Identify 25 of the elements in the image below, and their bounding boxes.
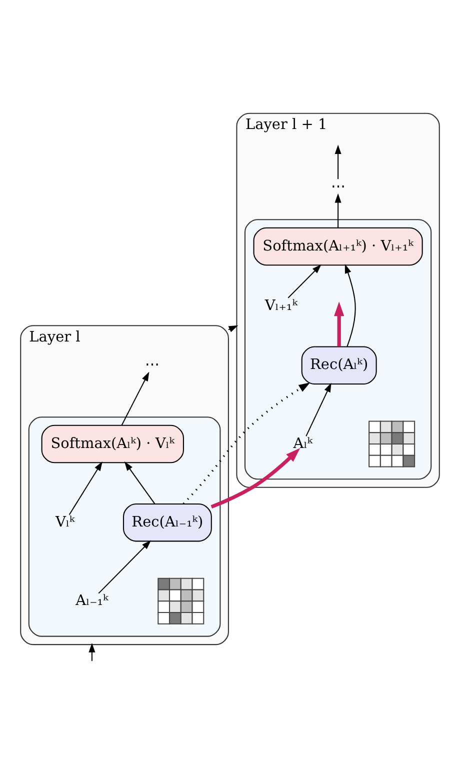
node-box: Rec(Aₗ₋₁ᵏ) bbox=[122, 503, 212, 542]
node-box: Softmax(Aₗᵏ) · Vₗᵏ bbox=[41, 424, 184, 464]
arrow bbox=[98, 540, 152, 594]
node-text: ⋯ bbox=[144, 357, 159, 374]
node-text: ⋯ bbox=[331, 178, 346, 195]
node-text: Aₗ₋₁ᵏ bbox=[76, 592, 108, 609]
node-text: Vₗ₊₁ᵏ bbox=[264, 298, 298, 314]
node-text: Vₗᵏ bbox=[55, 514, 75, 530]
arrow bbox=[88, 643, 96, 661]
arrow bbox=[124, 461, 156, 504]
arrow bbox=[306, 382, 332, 436]
arrow bbox=[288, 264, 322, 298]
arrow bbox=[344, 264, 356, 347]
cluster bbox=[244, 219, 432, 480]
cluster bbox=[28, 416, 221, 637]
arrow bbox=[68, 461, 102, 516]
arrow bbox=[334, 144, 342, 180]
arrow bbox=[334, 193, 342, 228]
arrow bbox=[121, 372, 150, 426]
arrow bbox=[334, 302, 344, 347]
arrow bbox=[210, 448, 300, 509]
node-text: Aₗᵏ bbox=[293, 436, 313, 452]
node-box: Rec(Aₗᵏ) bbox=[301, 346, 377, 385]
arrow bbox=[182, 382, 310, 505]
node-box: Softmax(Aₗ₊₁ᵏ) · Vₗ₊₁ᵏ bbox=[253, 227, 423, 266]
